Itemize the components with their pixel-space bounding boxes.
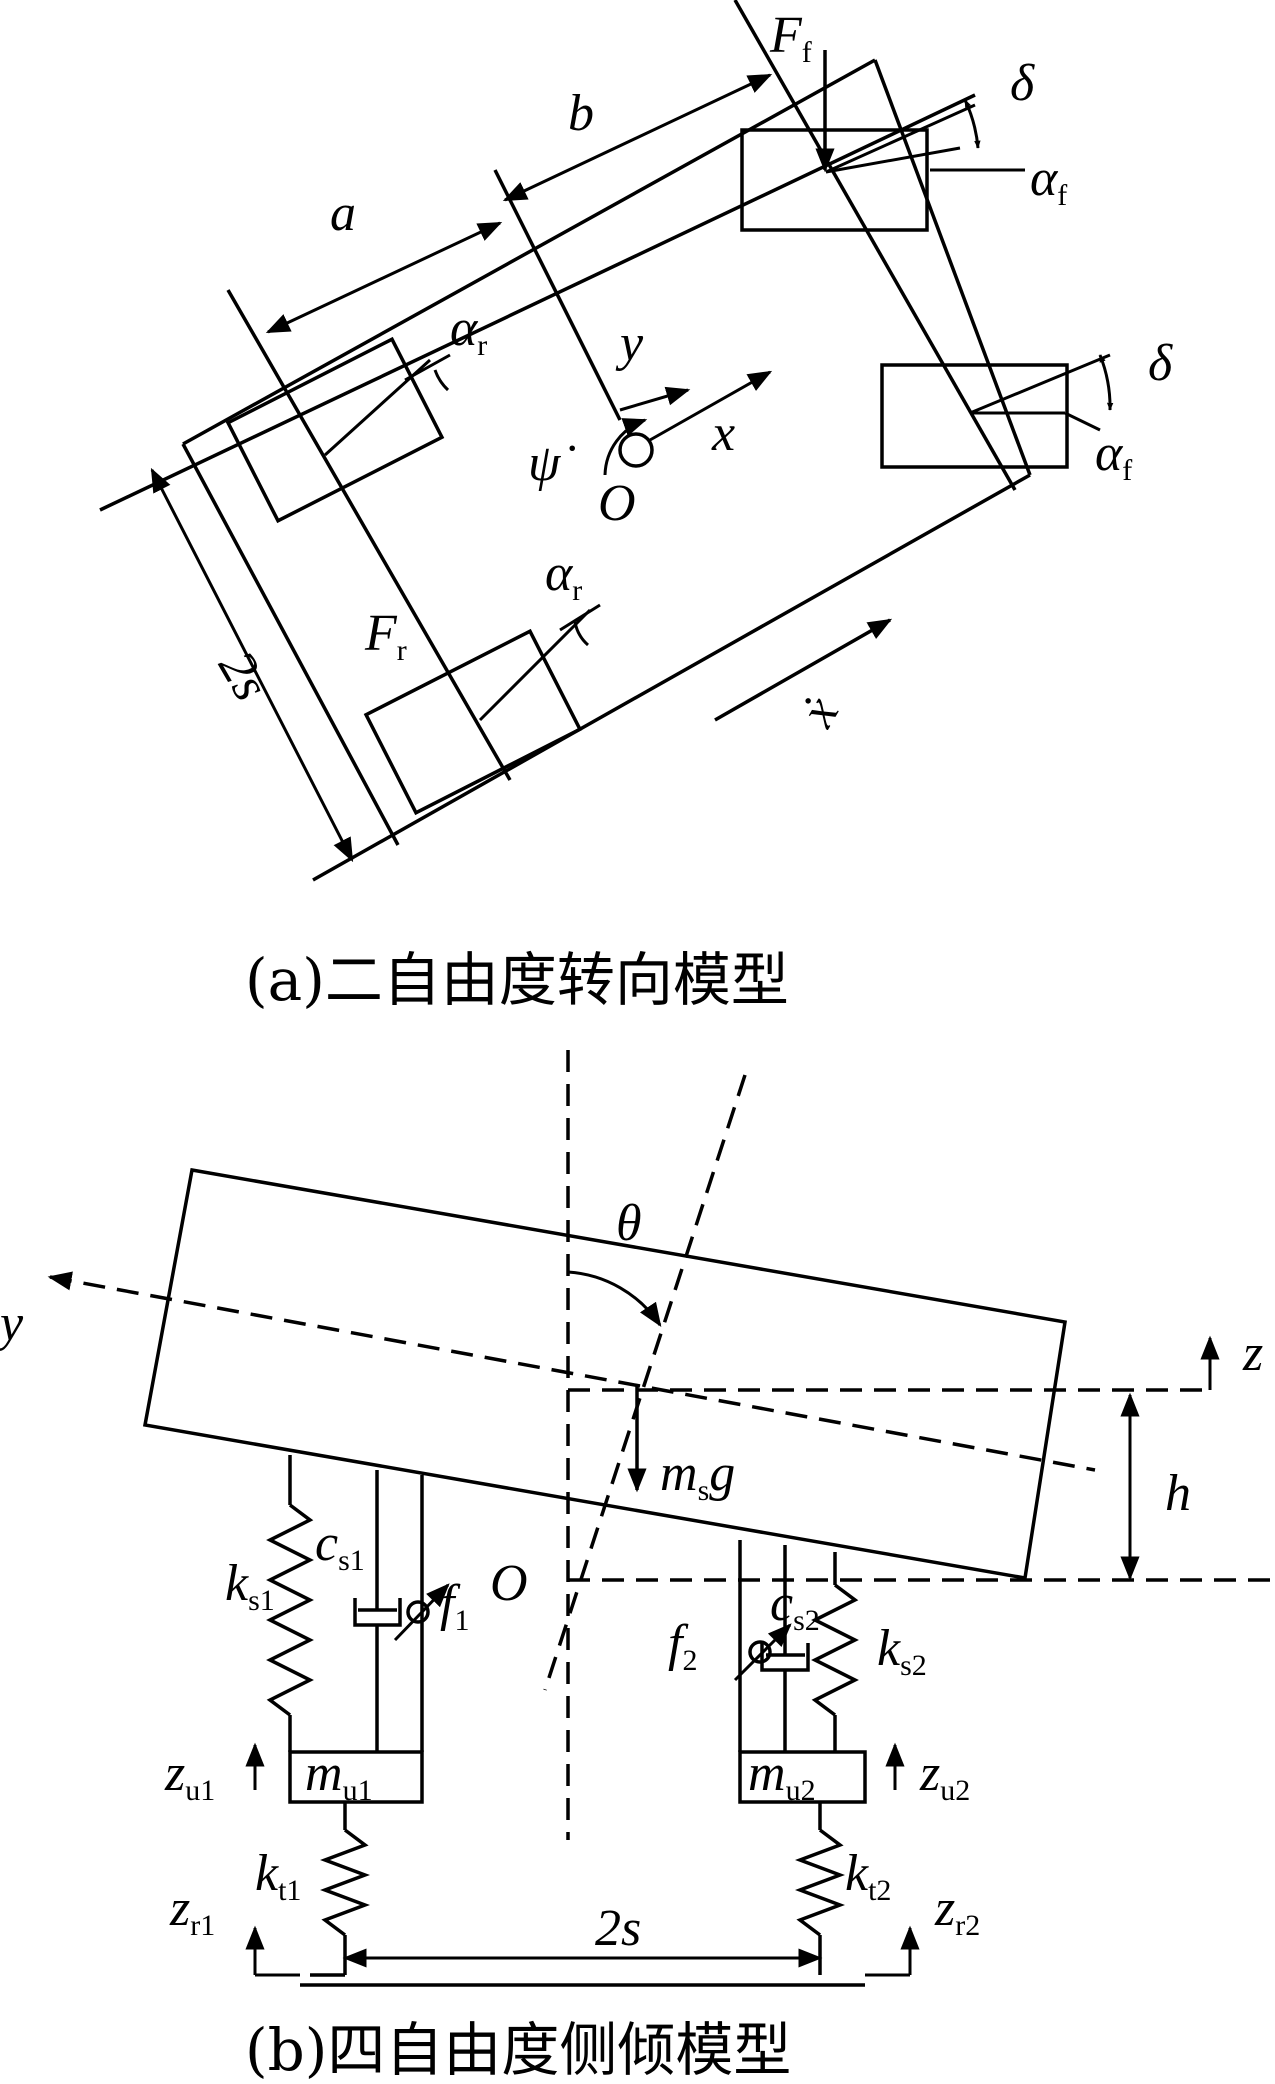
- label-y-b: y: [0, 1295, 24, 1352]
- label-alpha-r-bot: αr: [545, 545, 582, 607]
- label-kt2: kt2: [845, 1845, 891, 1907]
- label-zu2: zu2: [919, 1745, 970, 1807]
- label-theta: θ: [616, 1195, 642, 1252]
- label-kt1: kt1: [255, 1845, 301, 1907]
- label-fr: Fr: [364, 605, 407, 667]
- rear-right-velocity-line: [478, 608, 592, 722]
- label-ks2: ks2: [877, 1620, 927, 1682]
- label-two-s-b: 2s: [595, 1900, 641, 1957]
- label-f1: f1: [440, 1575, 469, 1637]
- label-mu2: mu2: [748, 1745, 816, 1807]
- label-b: b: [568, 85, 594, 142]
- sprung-mass-body: [142, 1167, 1067, 1581]
- rear-left-heading-line: [404, 353, 451, 382]
- left-suspension: [245, 1455, 450, 1977]
- velocity-xdot-arrow: [714, 618, 893, 722]
- body-y-axis: [47, 1271, 1096, 1472]
- label-ks1: ks1: [225, 1555, 275, 1617]
- label-alpha-f-mid: αf: [1095, 425, 1132, 487]
- label-o-b: O: [490, 1555, 528, 1612]
- caption-b: (b)四自由度侧倾模型: [245, 2016, 791, 2084]
- label-zr1: zr1: [169, 1880, 215, 1942]
- label-f2: f2: [668, 1615, 697, 1677]
- front-left-wheel: [740, 99, 1025, 232]
- cg-line: [493, 169, 622, 421]
- front-right-wheel: [880, 353, 1114, 469]
- b-dimension-arrow: [502, 73, 773, 202]
- y-axis-arrow-a: [619, 386, 691, 412]
- front-axle-line: [733, 0, 1017, 491]
- two-s-dimension-arrow: [150, 467, 354, 863]
- right-suspension: [733, 1540, 920, 1977]
- label-cs1: cs1: [315, 1515, 365, 1577]
- label-o-a: O: [598, 475, 636, 532]
- alpha-r-top-arc: [433, 369, 450, 392]
- body-z-axis: [543, 1074, 747, 1691]
- steering-model-diagram: Ff b a δ αf δ αf αr αr Fr y x O ψ̇ ẋ 2s …: [99, 0, 1173, 1014]
- label-alpha-r-top: αr: [450, 300, 487, 362]
- a-dimension-arrow: [265, 221, 503, 334]
- label-psi-dot: ψ̇: [528, 435, 575, 492]
- label-delta-top: δ: [1010, 55, 1035, 112]
- label-ff: Ff: [769, 7, 812, 69]
- rear-right-heading-line: [559, 603, 601, 632]
- label-mu1: mu1: [305, 1745, 373, 1807]
- label-msg: msg: [660, 1445, 735, 1507]
- label-alpha-f-top: αf: [1030, 150, 1067, 212]
- label-zr2: zr2: [934, 1880, 980, 1942]
- body-outline-bottom: [312, 473, 1031, 882]
- roll-angle-arc: [567, 1270, 662, 1327]
- rear-axle-line: [226, 289, 512, 781]
- label-a: a: [330, 185, 356, 242]
- label-delta-mid: δ: [1148, 335, 1173, 392]
- yaw-rate-arc: [603, 418, 648, 476]
- rear-left-wheel: [225, 336, 445, 524]
- cg-origin-circle: [618, 432, 654, 468]
- label-y-a: y: [615, 315, 644, 372]
- caption-a: (a)二自由度转向模型: [245, 946, 789, 1014]
- rear-right-wheel: [363, 628, 583, 816]
- label-zu1: zu1: [164, 1745, 215, 1807]
- label-z-b: z: [1242, 1325, 1263, 1382]
- label-x-a: x: [711, 405, 735, 462]
- x-axis-arrow-a: [649, 370, 773, 442]
- label-h: h: [1165, 1465, 1191, 1522]
- alpha-r-bot-arc: [573, 621, 590, 647]
- roll-model-diagram: θ y z h O msg ks1 cs1 f1 ks2 cs2 f2 mu1 …: [0, 1050, 1270, 2084]
- label-cs2: cs2: [770, 1575, 820, 1637]
- body-outline-top-inner: [182, 58, 876, 446]
- label-x-dot: ẋ: [789, 687, 850, 736]
